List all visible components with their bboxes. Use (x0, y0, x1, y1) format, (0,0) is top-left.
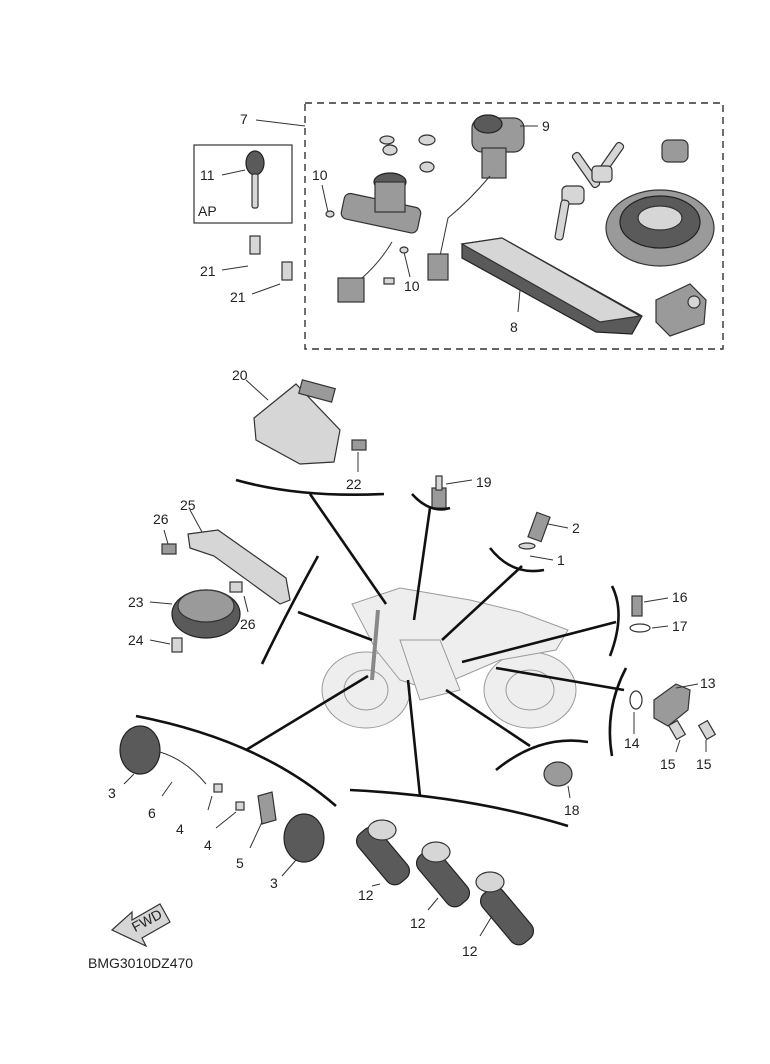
diagram-code: BMG3010DZ470 (88, 955, 193, 971)
callout-12b: 12 (410, 915, 426, 931)
callout-11: 11 (200, 167, 215, 183)
bolt-21-icon (249, 235, 293, 281)
ap-label: AP (198, 203, 217, 219)
callout-12c: 12 (462, 943, 478, 959)
callout-3a: 3 (108, 785, 116, 801)
callout-26b: 26 (240, 616, 256, 632)
key-set-group-box (304, 102, 724, 350)
callout-14: 14 (624, 735, 640, 751)
group-arc-19 (411, 493, 451, 511)
callout-21a: 21 (200, 263, 216, 279)
callout-15a: 15 (660, 756, 676, 772)
callout-6: 6 (148, 805, 156, 821)
group-arc-3 (135, 714, 337, 807)
injector-icons (355, 819, 535, 946)
callout-26a: 26 (153, 511, 169, 527)
callout-24: 24 (128, 632, 144, 648)
turn-signal-right-icon (235, 791, 325, 863)
group-arc-18 (495, 739, 589, 772)
callout-4a: 4 (176, 821, 184, 837)
group-arc-13 (608, 667, 628, 757)
horn-bracket-icon (161, 529, 291, 605)
ecu-bracket-icon (253, 379, 367, 465)
horn-icon (171, 581, 243, 639)
keys-icon (554, 141, 625, 241)
callout-8: 8 (510, 319, 518, 335)
callout-10b: 10 (404, 278, 420, 294)
motorcycle-silhouette (321, 587, 577, 729)
callout-16: 16 (672, 589, 688, 605)
callout-1: 1 (557, 552, 565, 568)
group-arc-16 (608, 585, 620, 657)
sensor-16-icon (631, 595, 643, 617)
fwd-arrow-icon: FWD (110, 903, 171, 948)
sensor-13-icon (629, 683, 691, 727)
sensor-18-icon (543, 761, 573, 787)
callout-17: 17 (672, 618, 688, 634)
callout-5: 5 (236, 855, 244, 871)
group-arc-23 (260, 555, 320, 665)
group-arc-12 (349, 788, 569, 828)
callout-22: 22 (346, 476, 362, 492)
callout-12a: 12 (358, 887, 374, 903)
gasket-17-icon (629, 623, 651, 633)
tank-cap-icon (605, 189, 715, 267)
callout-10a: 10 (312, 167, 328, 183)
callout-20: 20 (232, 367, 248, 383)
bolt-24-icon (171, 637, 183, 653)
callout-3b: 3 (270, 875, 278, 891)
callout-18: 18 (564, 802, 580, 818)
callout-21b: 21 (230, 289, 246, 305)
turn-signal-left-icon (119, 725, 223, 793)
seat-lock-icon (655, 283, 707, 337)
callout-2: 2 (572, 520, 580, 536)
seat-plate-icon (460, 237, 643, 335)
callout-9: 9 (542, 118, 550, 134)
key-blank-icon (245, 150, 265, 209)
lock-cylinder-icon (427, 114, 525, 281)
callout-19: 19 (476, 474, 492, 490)
callout-25: 25 (180, 497, 196, 513)
group-arc-1 (488, 547, 545, 573)
callout-7: 7 (240, 111, 248, 127)
ap-box (193, 144, 293, 224)
helmet-lock-icon (661, 139, 689, 163)
group-arc-20 (235, 478, 385, 497)
sensor-2-icon (518, 511, 551, 550)
main-switch-icon (337, 134, 436, 303)
callout-23: 23 (128, 594, 144, 610)
sensor-19-icon (431, 475, 447, 509)
callout-15b: 15 (696, 756, 712, 772)
callout-4b: 4 (204, 837, 212, 853)
callout-13: 13 (700, 675, 716, 691)
